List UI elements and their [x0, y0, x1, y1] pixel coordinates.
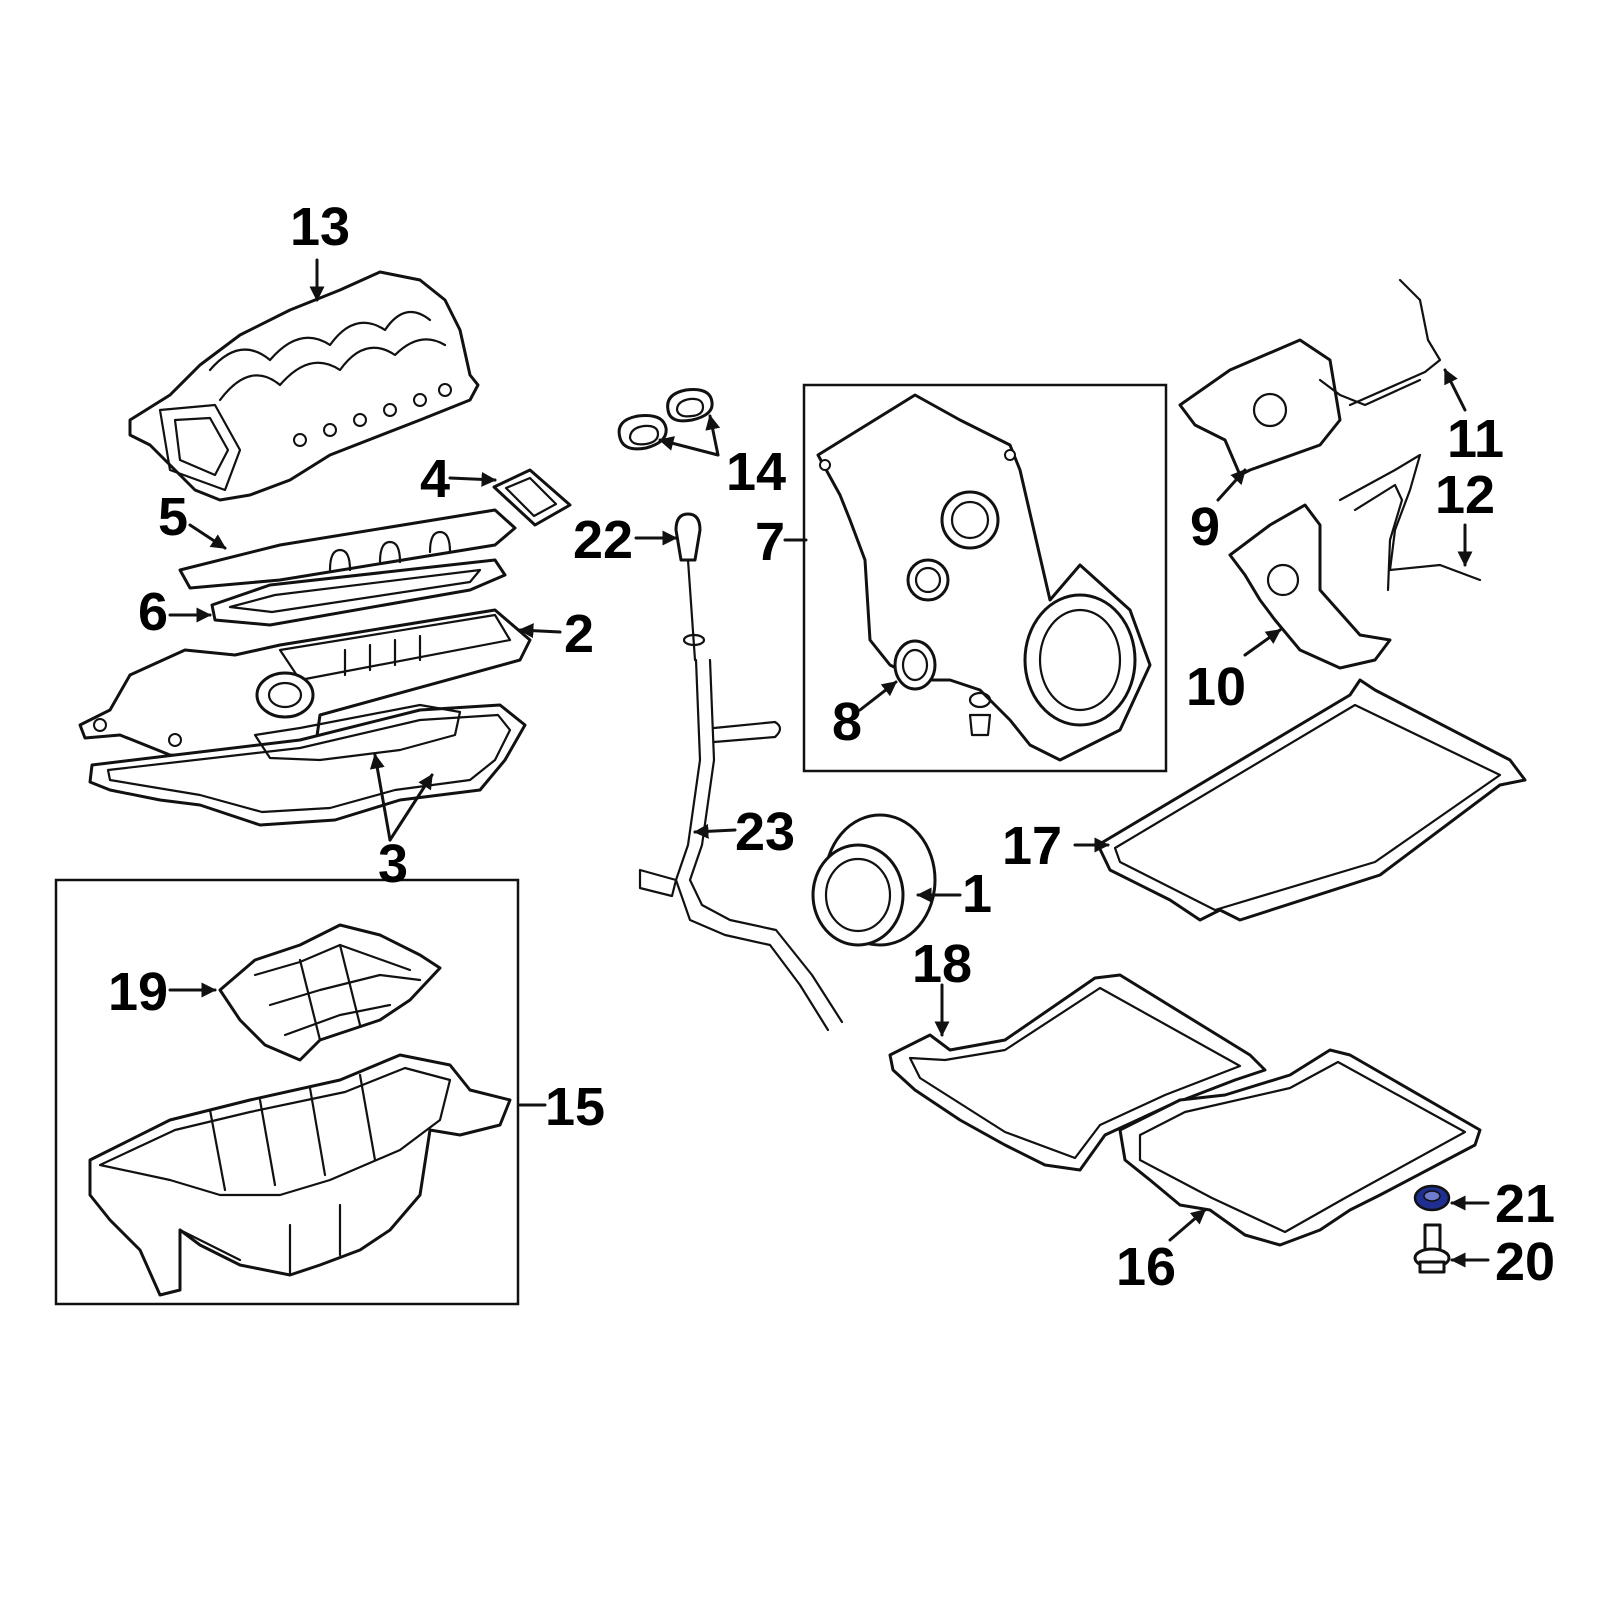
cam-cover-part[interactable] — [1178, 338, 1422, 477]
callout-1[interactable]: 1 — [962, 864, 992, 924]
oil-pan-gasket-part[interactable] — [1096, 678, 1527, 922]
timing-cover-plug-part[interactable] — [968, 691, 992, 737]
callout-23[interactable]: 23 — [735, 802, 795, 862]
leader-5 — [188, 523, 227, 550]
timing-cover-seal-part[interactable] — [893, 639, 937, 691]
throttle-body-gasket-part[interactable] — [492, 468, 572, 527]
valley-pan-gaskets-part[interactable] — [88, 703, 527, 827]
callout-20[interactable]: 20 — [1495, 1232, 1555, 1292]
dipstick-part[interactable] — [674, 512, 706, 662]
crankshaft-seal-part[interactable] — [811, 813, 937, 947]
cam-cover-left-part[interactable] — [1228, 503, 1392, 670]
callout-8[interactable]: 8 — [832, 692, 862, 752]
leader-3a — [369, 753, 392, 842]
oil-pan-baffle-part[interactable] — [218, 923, 442, 1062]
drain-plug-part[interactable] — [1413, 1223, 1451, 1274]
callout-labels: 13 4 5 6 2 3 14 22 7 8 23 1 9 11 12 10 1… — [108, 197, 1555, 1297]
callout-17[interactable]: 17 — [1002, 816, 1062, 876]
callout-22[interactable]: 22 — [573, 510, 633, 570]
drain-plug-washer-part[interactable] — [1413, 1184, 1451, 1212]
valley-cover-plate-part[interactable] — [178, 508, 517, 590]
leader-3b — [388, 773, 434, 842]
oil-pan-part[interactable] — [88, 1053, 512, 1297]
callout-14[interactable]: 14 — [726, 442, 786, 502]
callout-5[interactable]: 5 — [158, 487, 188, 547]
lower-oil-pan-gasket-part[interactable] — [1118, 1048, 1482, 1247]
timing-cover-group-frame — [802, 383, 1168, 773]
callout-12[interactable]: 12 — [1435, 465, 1495, 525]
tube-seals-part[interactable] — [617, 388, 714, 451]
windage-tray-gasket-part[interactable] — [888, 973, 1267, 1172]
callout-21[interactable]: 21 — [1495, 1174, 1555, 1234]
intake-manifold-part[interactable] — [128, 270, 480, 502]
valley-cover-gasket-part[interactable] — [210, 558, 507, 627]
callout-6[interactable]: 6 — [138, 582, 168, 642]
callout-16[interactable]: 16 — [1116, 1237, 1176, 1297]
leader-lines — [168, 258, 1490, 1268]
dipstick-tube-part[interactable] — [638, 658, 844, 1032]
callout-13[interactable]: 13 — [290, 197, 350, 257]
callout-19[interactable]: 19 — [108, 962, 168, 1022]
callout-2[interactable]: 2 — [564, 604, 594, 664]
leader-9 — [1216, 468, 1247, 502]
leader-14b — [705, 414, 721, 457]
callout-4[interactable]: 4 — [420, 449, 450, 509]
cam-cover-gasket-part[interactable] — [1348, 278, 1442, 407]
callout-9[interactable]: 9 — [1190, 497, 1220, 557]
callout-10[interactable]: 10 — [1186, 657, 1246, 717]
leader-4 — [448, 471, 497, 487]
leader-14a — [658, 436, 720, 457]
leader-8 — [858, 680, 898, 712]
callout-7[interactable]: 7 — [755, 512, 785, 572]
callout-3[interactable]: 3 — [378, 834, 408, 894]
cam-cover-left-gasket-part[interactable] — [1338, 453, 1482, 592]
leader-2 — [518, 623, 562, 639]
leader-10 — [1243, 628, 1282, 657]
oil-pan-group-frame — [54, 878, 520, 1306]
callout-18[interactable]: 18 — [912, 934, 972, 994]
leader-23 — [693, 823, 737, 839]
callout-11[interactable]: 11 — [1447, 409, 1504, 469]
engine-valley-pan-part[interactable] — [78, 608, 532, 767]
leader-11 — [1443, 368, 1467, 412]
leader-16 — [1168, 1208, 1207, 1242]
callout-15[interactable]: 15 — [545, 1077, 605, 1137]
